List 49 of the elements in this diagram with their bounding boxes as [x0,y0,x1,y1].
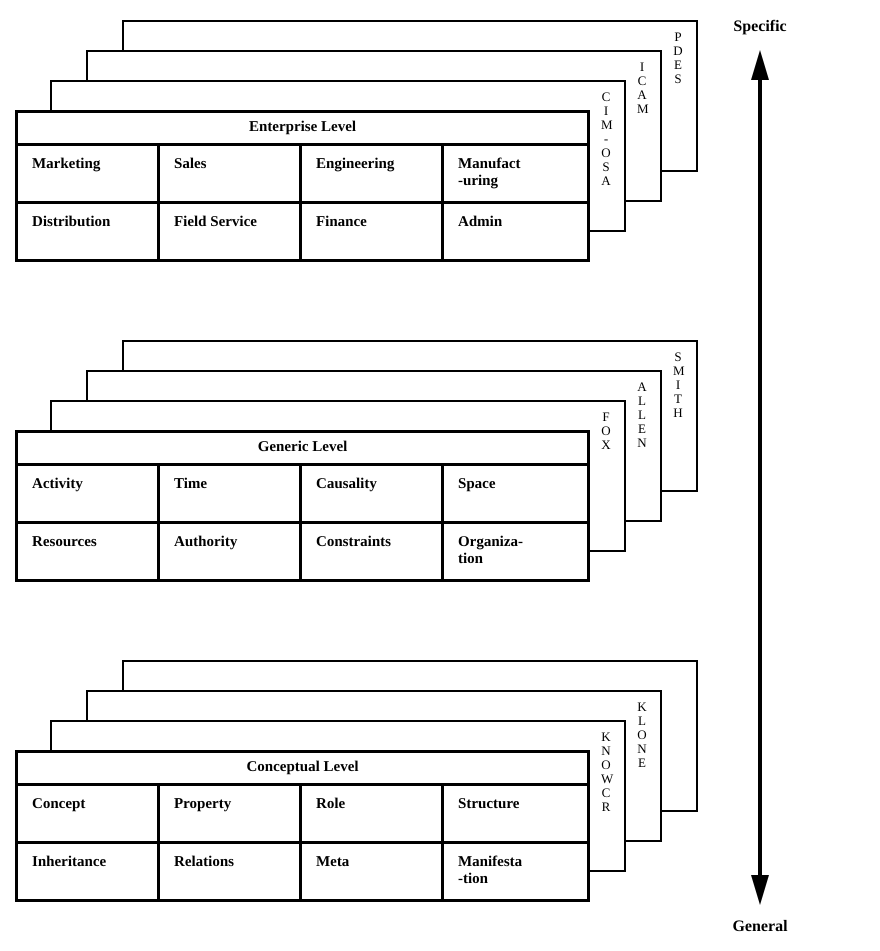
stacked-sheet [589,80,626,232]
category-cell: Inheritance [18,844,160,901]
sheet-label: SMITH [673,350,683,420]
axis-end-label: Specific [732,18,788,36]
category-cell: Organiza- tion [444,524,587,581]
table-heading: Conceptual Level [18,753,587,786]
stacked-sheet [661,20,698,172]
category-cell: Field Service [160,204,302,261]
level-table [15,750,590,902]
category-cell: Authority [160,524,302,581]
category-cell: Manufact -uring [444,146,587,204]
category-cell: Marketing [18,146,160,204]
axis-end-label: General [731,918,789,936]
category-cell: Property [160,786,302,844]
sheet-label: ICAM [637,60,647,116]
category-cell: Engineering [302,146,444,204]
category-cell: Role [302,786,444,844]
category-cell: Sales [160,146,302,204]
sheet-label: CIM-OSA [601,90,611,188]
category-cell: Admin [444,204,587,261]
category-cell: Causality [302,466,444,524]
category-cell: Relations [160,844,302,901]
category-cell: Activity [18,466,160,524]
stacked-sheet [589,400,626,552]
category-cell: Manifesta -tion [444,844,587,901]
category-cell: Meta [302,844,444,901]
sheet-label: KLONE [637,700,647,770]
table-heading: Generic Level [18,433,587,466]
category-cell: Distribution [18,204,160,261]
stacked-sheet [589,720,626,872]
sheet-label: FOX [601,410,611,452]
stacked-sheet [661,660,698,812]
category-cell: Time [160,466,302,524]
category-cell: Concept [18,786,160,844]
stacked-sheet [661,340,698,492]
category-cell: Structure [444,786,587,844]
stacked-sheet [625,370,662,522]
sheet-label: ALLEN [637,380,647,450]
table-heading: Enterprise Level [18,113,587,146]
category-cell: Finance [302,204,444,261]
stacked-sheet [625,50,662,202]
stacked-sheet [625,690,662,842]
sheet-label: KNOWCR [601,730,611,814]
category-cell: Resources [18,524,160,581]
sheet-label: PDES [673,30,683,86]
level-table [15,430,590,582]
category-cell: Constraints [302,524,444,581]
level-table [15,110,590,262]
category-cell: Space [444,466,587,524]
